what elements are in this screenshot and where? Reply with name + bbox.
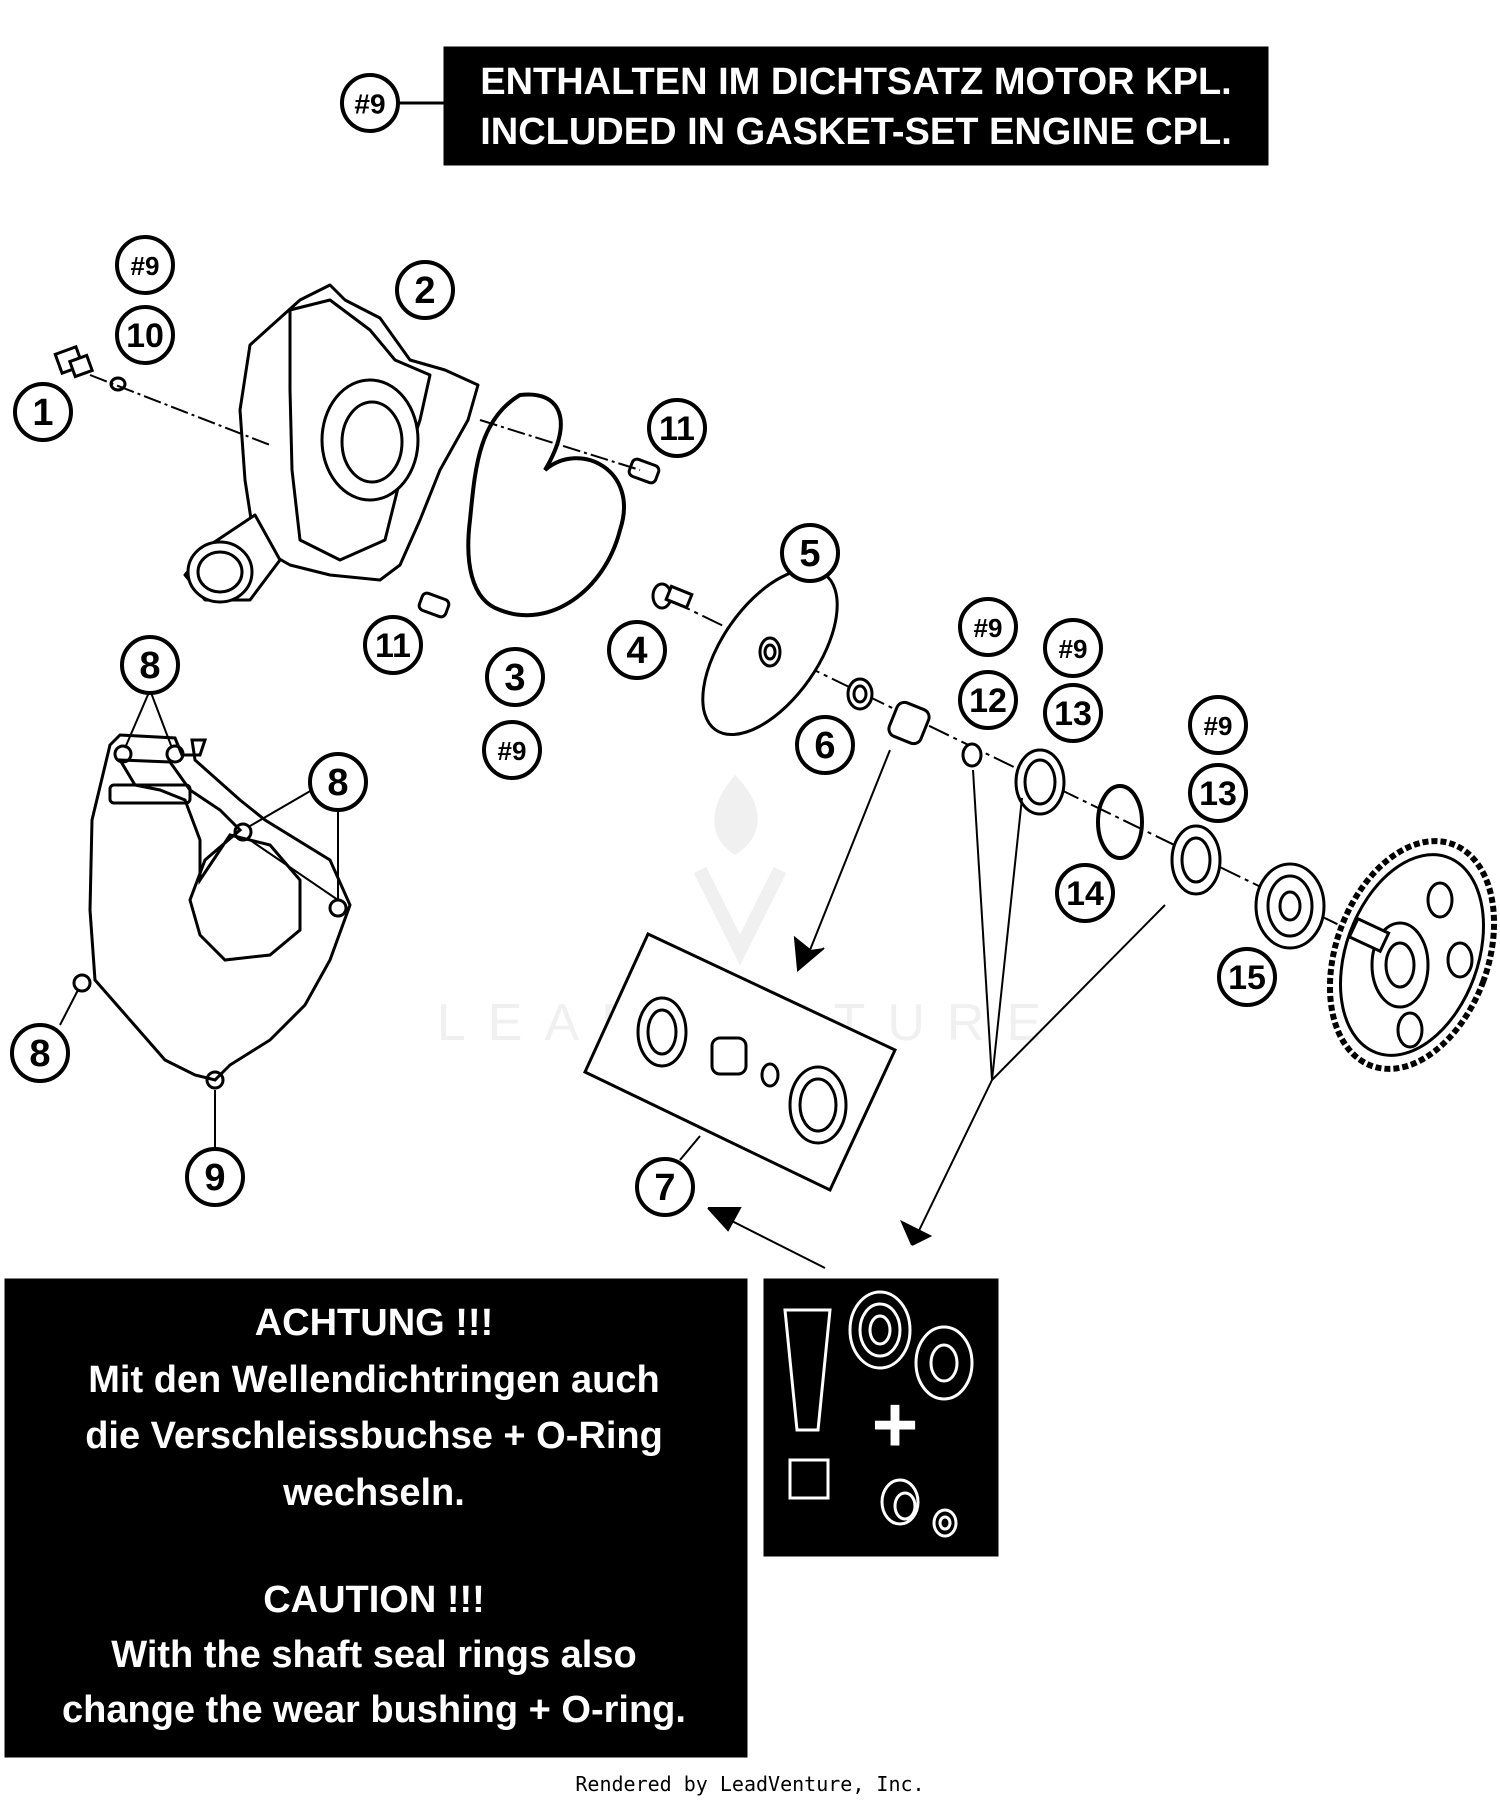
callout-4: 4 [607,620,667,680]
svg-text:4: 4 [626,630,647,672]
gasket-set-header: #9 ENTHALTEN IM DICHTSATZ MOTOR KPL. INC… [340,46,1269,166]
callout-9: 9 [185,1147,245,1207]
caution-notice: ACHTUNG !!! Mit den Wellendichtringen au… [4,1278,748,1758]
callout-11-b: 11 [363,615,423,675]
notice-de-line1: Mit den Wellendichtringen auch [88,1359,659,1401]
callout-9-ref-d: #9 [1043,618,1103,678]
svg-text:15: 15 [1228,959,1266,997]
callout-6: 6 [795,715,855,775]
svg-text:5: 5 [799,533,820,575]
svg-text:11: 11 [375,627,411,665]
leader-lines [59,689,1166,1269]
callout-8-a: 8 [120,635,180,695]
impeller-bolt [651,582,694,610]
exclamation-dot-icon [788,1458,830,1500]
callout-2: 2 [395,260,455,320]
callouts: 1 2 #9 10 11 11 3 #9 [10,235,1277,1217]
notice-de-line2: die Verschleissbuchse + O-Ring [85,1415,663,1457]
svg-text:1: 1 [32,392,53,434]
callout-9-ref-a: #9 [115,235,175,295]
svg-text:7: 7 [654,1167,675,1209]
svg-text:8: 8 [139,645,160,687]
svg-text:#9: #9 [974,613,1003,643]
notice-de-title: ACHTUNG !!! [255,1302,494,1344]
callout-9-ref-c: #9 [958,597,1018,657]
svg-text:8: 8 [327,762,348,804]
flame-icon [714,775,758,855]
svg-text:8: 8 [29,1033,50,1075]
axis-line [479,419,641,471]
callout-10: 10 [115,305,175,365]
callout-5: 5 [780,523,840,583]
callout-12: 12 [958,670,1018,730]
shaft-components [846,677,1326,950]
notice-en-line1: With the shaft seal rings also [111,1634,636,1676]
notice-en-title: CAUTION !!! [263,1579,485,1621]
callout-1: 1 [13,382,73,442]
callout-11-a: 11 [647,398,707,458]
svg-text:10: 10 [126,317,164,355]
svg-text:2: 2 [414,270,435,312]
callout-13-a: 13 [1043,683,1103,743]
bolt [53,344,127,392]
cover-gasket [72,733,352,1090]
footer-credit: Rendered by LeadVenture, Inc. [575,1772,925,1796]
callout-9-ref-b: #9 [482,720,542,780]
svg-text:13: 13 [1054,695,1092,733]
header-line-en: INCLUDED IN GASKET-SET ENGINE CPL. [480,111,1232,153]
callout-8-b: 8 [308,752,368,812]
callout-15: 15 [1217,947,1277,1007]
header-line-de: ENTHALTEN IM DICHTSATZ MOTOR KPL. [480,61,1232,103]
svg-text:3: 3 [504,657,525,699]
header-box [443,46,1269,166]
callout-ref: #9 [354,89,385,120]
svg-text:13: 13 [1199,775,1237,813]
svg-text:12: 12 [969,682,1007,720]
plus-icon: + [872,1380,919,1469]
bushing-o-ring-icon [880,1478,958,1538]
svg-text:#9: #9 [1059,634,1088,664]
svg-text:#9: #9 [131,251,160,281]
repair-kit-box [583,931,897,1193]
callout-7: 7 [635,1157,695,1217]
callout-3: 3 [485,647,545,707]
notice-de-line3: wechseln. [282,1472,465,1514]
axis-line [89,374,271,446]
drive-gear [1326,838,1498,1072]
exclamation-icon [783,1308,832,1432]
pump-housing [183,283,480,604]
pump-gasket [466,392,626,618]
callout-9-ref-e: #9 [1188,695,1248,755]
svg-text:#9: #9 [498,736,527,766]
dowel-pins [417,457,661,619]
caution-icon-panel: + [763,1278,999,1557]
svg-text:9: 9 [204,1157,225,1199]
callout-14: 14 [1055,863,1115,923]
svg-text:14: 14 [1066,875,1104,913]
callout-13-b: 13 [1188,763,1248,823]
svg-text:#9: #9 [1204,711,1233,741]
svg-text:11: 11 [659,410,695,448]
svg-text:6: 6 [814,725,835,767]
callout-8-c: 8 [10,1023,70,1083]
seal-ring-icon [848,1290,974,1401]
lv-logo-icon [693,866,787,966]
notice-en-line2: change the wear bushing + O-ring. [62,1689,686,1731]
